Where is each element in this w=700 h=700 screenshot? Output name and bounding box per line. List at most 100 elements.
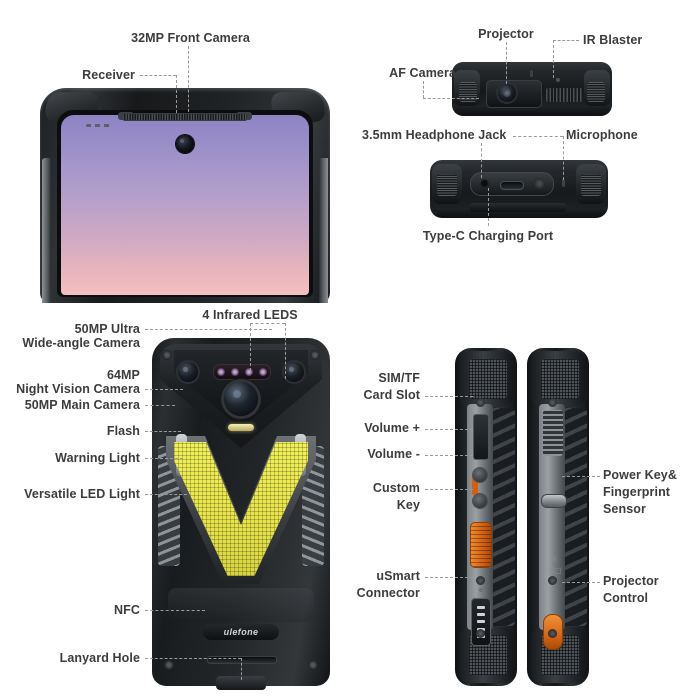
front-right-rail <box>319 158 328 303</box>
label-night-vision-camera-line2: Night Vision Camera <box>16 382 140 396</box>
label-charging-port: Type-C Charging Port <box>422 229 554 243</box>
leader-power-key-horizontal <box>562 476 600 477</box>
leader-sim-slot-horizontal <box>425 396 473 397</box>
leader-projector-vertical <box>506 42 507 84</box>
rear-screw-top-right <box>310 350 320 360</box>
receiver-grille <box>122 113 248 121</box>
label-custom-key-line1: Custom <box>372 481 420 495</box>
label-sim-slot-line2: Card Slot <box>363 388 420 402</box>
label-headphone-jack: 3.5mm Headphone Jack <box>362 128 507 142</box>
infrared-led <box>259 368 267 376</box>
usmart-pin <box>477 613 485 617</box>
label-power-key-line1: Power Key& <box>603 468 677 482</box>
leader-lanyard-hole-vertical <box>241 658 242 680</box>
bottom-microphone-hole <box>562 179 565 187</box>
label-nfc: NFC <box>114 603 140 617</box>
front-view-illustration <box>40 88 330 303</box>
right-side-speaker-grille <box>543 410 563 456</box>
label-lanyard-hole: Lanyard Hole <box>59 651 140 665</box>
top-microphone-hole <box>530 70 533 77</box>
label-volume-down: Volume - <box>367 447 420 461</box>
label-usmart-line1: uSmart <box>376 569 420 583</box>
leader-receiver-vertical <box>176 75 177 113</box>
rear-view-illustration: ulefone <box>152 338 330 690</box>
label-ir-blaster: IR Blaster <box>583 33 643 47</box>
leader-projector-control-horizontal <box>562 582 600 583</box>
label-af-camera: AF Camera <box>389 66 456 80</box>
leader-infrared-leds-vertical-a <box>250 323 251 371</box>
power-key-fingerprint-sensor[interactable] <box>541 494 567 508</box>
right-side-mesh-top <box>541 359 579 399</box>
label-front-camera: 32MP Front Camera <box>131 31 250 45</box>
main-camera-lens <box>224 382 258 416</box>
leader-infrared-leds-vertical-b <box>285 323 286 379</box>
label-flash: Flash <box>106 424 140 438</box>
label-sim-slot-line1: SIM/TF <box>378 371 420 385</box>
label-projector-control-line1: Projector <box>603 574 659 588</box>
volume-up-button[interactable] <box>473 468 487 482</box>
front-camera-lens <box>176 135 194 153</box>
headphone-jack-port <box>480 179 489 188</box>
night-vision-camera-lens <box>284 362 304 382</box>
top-edge-grille-right <box>587 82 605 102</box>
left-side-screw-mid <box>476 576 485 585</box>
left-side-screw-bottom <box>476 629 485 638</box>
brand-logo: ulefone <box>203 624 279 640</box>
rear-screw-top-left <box>162 350 172 360</box>
right-side-screw-top <box>548 398 557 407</box>
leader-versatile-led-horizontal <box>145 494 187 495</box>
top-edge-vent <box>546 88 582 102</box>
ultra-wide-camera-lens <box>178 362 198 382</box>
leader-ir-blaster-vertical <box>553 40 554 78</box>
label-volume-up: Volume + <box>364 421 420 435</box>
label-night-vision-camera-line1: 64MP <box>106 368 140 382</box>
label-receiver: Receiver <box>82 68 135 82</box>
leader-receiver-horizontal <box>140 75 176 76</box>
top-edge-illustration <box>452 62 612 116</box>
af-camera-grille <box>459 82 477 102</box>
leader-nfc-horizontal <box>145 610 205 611</box>
rear-foot-pad <box>216 676 266 690</box>
leader-custom-key-horizontal <box>425 489 473 490</box>
volume-rocker-accent <box>472 474 478 496</box>
leader-night-vision-horizontal <box>145 389 183 390</box>
proximity-sensor-strip <box>86 124 112 127</box>
infrared-led <box>231 368 239 376</box>
leader-charging-port-vertical <box>488 188 489 226</box>
bottom-edge-grille-left <box>437 174 457 196</box>
label-main-camera: 50MP Main Camera <box>24 398 140 412</box>
camera-flash <box>228 424 254 431</box>
bottom-edge-grille-right <box>581 174 601 196</box>
certification-marks-icon: ☓C▢ <box>548 555 562 575</box>
volume-down-button[interactable] <box>473 494 487 508</box>
custom-key-button[interactable] <box>470 522 492 568</box>
leader-flash-horizontal <box>145 431 181 432</box>
label-versatile-led-light: Versatile LED Light <box>24 487 140 501</box>
leader-warning-light-horizontal <box>145 458 183 459</box>
label-ultra-wide-camera-line2: Wide-angle Camera <box>22 336 140 350</box>
label-power-key-line2: Fingerprint <box>603 485 671 499</box>
usb-type-c-port <box>500 181 524 190</box>
front-left-rail <box>42 158 51 303</box>
label-projector: Projector <box>478 27 534 41</box>
sim-tf-card-slot <box>473 414 489 460</box>
projector-lens <box>498 84 516 102</box>
leader-af-camera-vertical <box>423 81 424 98</box>
right-side-screw-mid <box>548 576 557 585</box>
leader-volume-up-horizontal <box>425 429 473 430</box>
nfc-antenna-zone <box>168 588 314 622</box>
ir-blaster-dot <box>556 78 560 82</box>
right-side-diagonal-texture <box>563 408 587 626</box>
leader-infrared-leds-horizontal <box>250 323 285 324</box>
bottom-edge-lip <box>470 203 566 212</box>
leader-ir-blaster-horizontal <box>553 40 579 41</box>
leader-front-camera-vertical <box>188 46 189 112</box>
leader-headphone-jack-vertical <box>481 143 482 178</box>
infrared-led <box>245 368 253 376</box>
usmart-connector <box>471 598 491 646</box>
leader-microphone-horizontal <box>513 136 563 137</box>
left-side-diagonal-texture <box>491 408 515 626</box>
label-warning-light: Warning Light <box>55 451 140 465</box>
label-infrared-leds: 4 Infrared LEDS <box>202 308 298 322</box>
usmart-pin <box>477 606 485 610</box>
